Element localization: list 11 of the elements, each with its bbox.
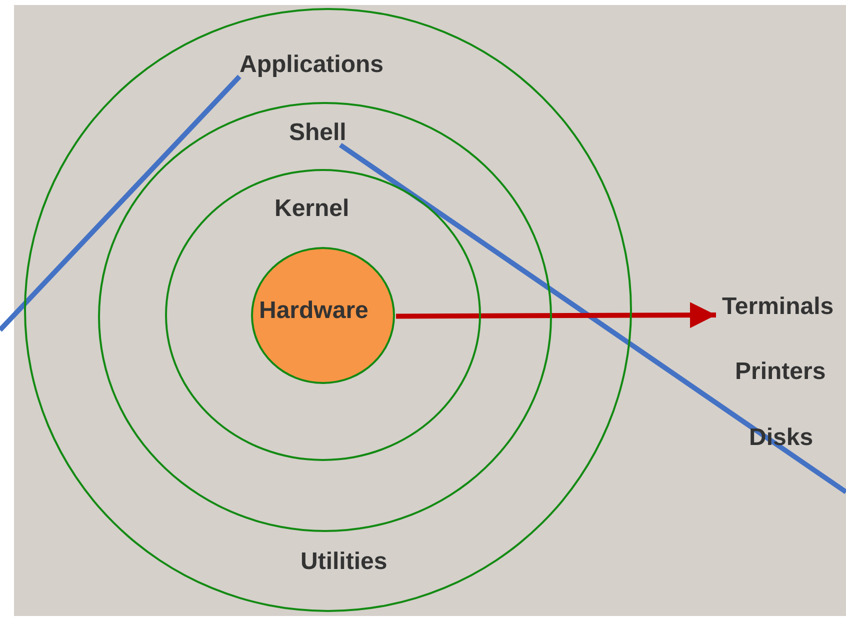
layer-ring (165, 169, 481, 461)
device-label: Printers (735, 358, 826, 386)
layer-ring (24, 8, 632, 612)
node-label: Shell (289, 119, 346, 147)
node-label: Utilities (300, 548, 388, 576)
node-label: Terminals (722, 293, 834, 321)
node-label: Hardware (259, 297, 368, 325)
node-label: Kernel (274, 194, 350, 222)
arrow (396, 302, 716, 328)
node-label: Applications (240, 50, 384, 78)
layer-ring (98, 102, 552, 532)
